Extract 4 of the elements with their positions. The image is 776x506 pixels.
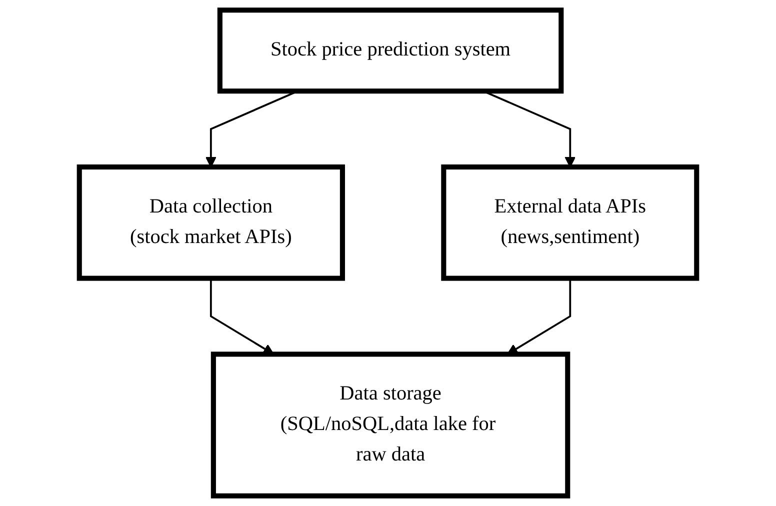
node-box: Data storage (SQL/noSQL,data lake for raw data bbox=[210, 352, 570, 498]
node-box: External data APIs (news,sentiment) bbox=[441, 164, 700, 281]
node-box: Stock price prediction system bbox=[217, 8, 564, 94]
node-box: Data collection (stock market APIs) bbox=[76, 164, 345, 281]
